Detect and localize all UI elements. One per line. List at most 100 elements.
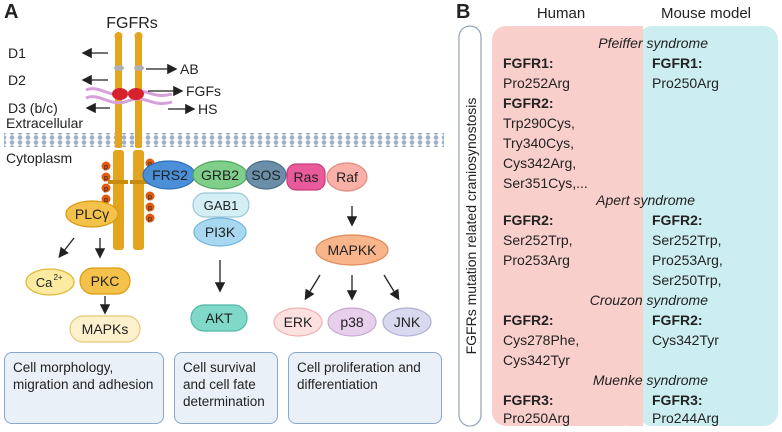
mouse-pfeiffer-gene: FGFR1:: [652, 55, 703, 71]
outcome-box-survival: Cell survival and cell fate determinatio…: [174, 352, 278, 424]
raf-label: Raf: [336, 169, 358, 185]
raf-node: [326, 162, 368, 192]
calcium-label: Ca: [36, 275, 53, 290]
ras-node: [286, 163, 326, 191]
heparan-sulfate-strand: [85, 87, 173, 97]
mouse-column-bg: [638, 26, 778, 426]
fgf-ligand: [128, 88, 144, 100]
pi3k-node: [193, 217, 247, 247]
human-apert-mut-1: Ser252Trp,: [503, 232, 573, 248]
outcome-morphology: Cell morphology, migration and adhesion: [13, 360, 154, 392]
ligand-hs: HS: [198, 101, 217, 117]
human-pfeiffer-gene-2: FGFR2:: [503, 95, 554, 111]
pkc-node: [79, 267, 131, 295]
mouse-apert-gene: FGFR2:: [652, 212, 703, 228]
receptor-title: FGFRs: [106, 15, 158, 32]
svg-text:p: p: [104, 197, 108, 204]
mouse-apert-mut-1: Ser252Trp,: [652, 232, 722, 248]
panel-b-label: B: [456, 1, 470, 23]
plcy-node: [65, 200, 119, 228]
grb2-label: GRB2: [201, 167, 239, 183]
human-pfeiffer-gene-1: FGFR1:: [503, 55, 554, 71]
cell-membrane: [4, 133, 444, 147]
human-column-bg: [492, 26, 638, 426]
jnk-node: [382, 307, 432, 337]
domain-d2: D2: [8, 72, 26, 88]
svg-text:p: p: [148, 205, 152, 212]
svg-text:p: p: [148, 161, 152, 168]
pi3k-label: PI3K: [205, 224, 236, 240]
human-column-header: Human: [537, 5, 585, 22]
frs2-label: FRS2: [152, 167, 188, 183]
mouse-crouzon-mut: Cys342Tyr: [652, 332, 719, 348]
svg-text:p: p: [148, 216, 152, 223]
jnk-label: JNK: [394, 314, 421, 330]
human-pfeiffer-mut-2c: Cys342Arg,: [503, 155, 576, 171]
sos-label: SOS: [251, 167, 281, 183]
syndrome-crouzon: Crouzon syndrome: [590, 292, 708, 308]
syndrome-muenke: Muenke syndrome: [593, 372, 708, 388]
panel-a-label: A: [4, 1, 18, 23]
mapkk-node: [315, 234, 389, 266]
erk-node: [273, 307, 323, 337]
human-muenke-mut: Pro250Arg: [503, 410, 570, 426]
antibody-mark: [134, 65, 144, 71]
extracellular-label: Extracellular: [6, 115, 83, 131]
heparan-sulfate-strand: [85, 95, 173, 105]
outcome-survival: Cell survival and cell fate determinatio…: [183, 360, 265, 409]
svg-text:p: p: [104, 175, 108, 182]
sos-node: [245, 160, 287, 190]
p38-label: p38: [340, 314, 364, 330]
mapkk-label: MAPKK: [327, 242, 377, 258]
outcome-box-proliferation: Cell proliferation and differentiation: [288, 352, 442, 424]
gab1-label: GAB1: [204, 198, 239, 213]
fgf-ligand: [112, 88, 128, 100]
mouse-apert-mut-2: Pro253Arg,: [652, 252, 723, 268]
p38-node: [327, 307, 377, 337]
calcium-superscript: 2+: [53, 273, 62, 282]
mouse-column-header: Mouse model: [661, 5, 751, 22]
human-crouzon-mut-1: Cys278Phe,: [503, 332, 579, 348]
human-muenke-gene: FGFR3:: [503, 392, 554, 408]
cytoplasm-label: Cytoplasm: [6, 150, 72, 166]
human-pfeiffer-mut-2b: Try340Cys,: [503, 135, 574, 151]
mapks-node: [69, 315, 141, 343]
domain-d1: D1: [8, 45, 26, 61]
outcome-proliferation: Cell proliferation and differentiation: [297, 360, 421, 392]
mouse-crouzon-gene: FGFR2:: [652, 312, 703, 328]
mouse-apert-mut-3: Ser250Trp,: [652, 272, 722, 288]
syndrome-pfeiffer: Pfeiffer syndrome: [598, 35, 708, 51]
plcy-label: PLCγ: [75, 206, 109, 222]
akt-label: AKT: [205, 310, 233, 326]
ras-label: Ras: [294, 169, 319, 185]
human-pfeiffer-mut-2d: Ser351Cys,...: [503, 175, 588, 191]
svg-text:p: p: [104, 186, 108, 193]
human-crouzon-gene: FGFR2:: [503, 312, 554, 328]
human-pfeiffer-mut-1: Pro252Arg: [503, 75, 570, 91]
mapks-label: MAPKs: [82, 321, 129, 337]
calcium-node: [25, 268, 75, 296]
svg-text:p: p: [104, 164, 108, 171]
pkc-label: PKC: [91, 273, 120, 289]
domain-d3: D3 (b/c): [8, 100, 58, 116]
human-pfeiffer-mut-2a: Trp290Cys,: [503, 115, 575, 131]
outcome-box-morphology: Cell morphology, migration and adhesion: [4, 352, 164, 424]
ligand-fgfs: FGFs: [186, 83, 221, 99]
side-label: FGFRs mutation related craniosynostosis: [463, 98, 479, 355]
mouse-muenke-gene: FGFR3:: [652, 392, 703, 408]
gab1-node: [192, 192, 250, 218]
mouse-pfeiffer-mut: Pro250Arg: [652, 75, 719, 91]
ligand-ab: AB: [180, 61, 199, 77]
human-apert-mut-2: Pro253Arg: [503, 252, 570, 268]
antibody-mark: [114, 65, 124, 71]
syndrome-apert: Apert syndrome: [595, 192, 695, 208]
svg-text:p: p: [148, 194, 152, 201]
human-apert-gene: FGFR2:: [503, 212, 554, 228]
mouse-muenke-mut: Pro244Arg: [652, 410, 719, 426]
side-label-box: [458, 25, 482, 427]
akt-node: [190, 304, 248, 332]
human-crouzon-mut-2: Cys342Tyr: [503, 352, 570, 368]
erk-label: ERK: [284, 314, 313, 330]
